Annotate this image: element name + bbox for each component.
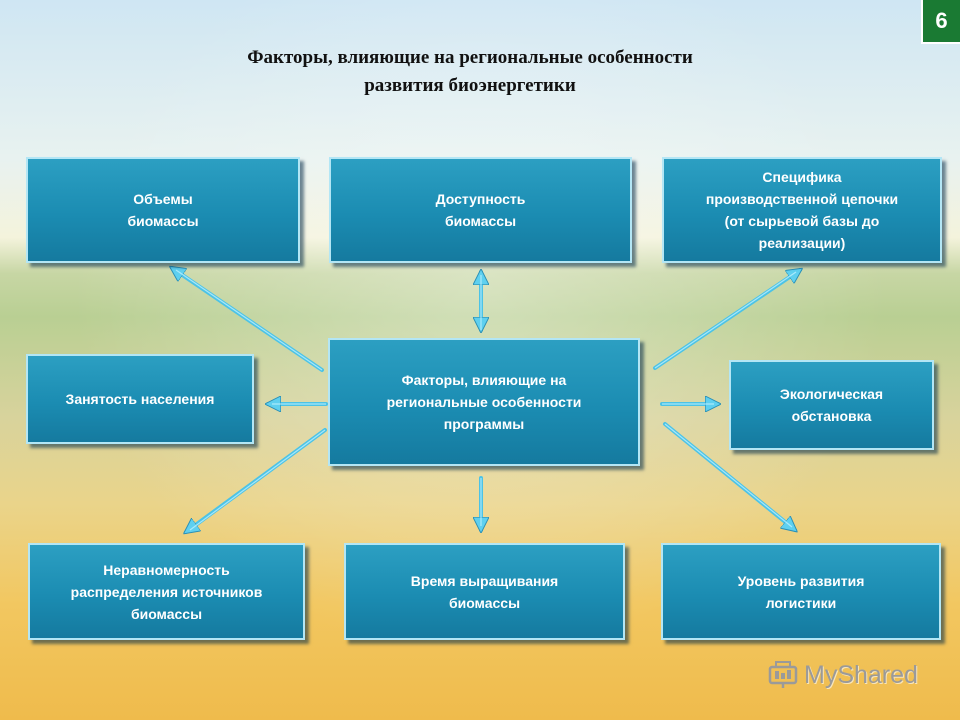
box-biomass-availability-label: Доступность биомассы xyxy=(435,191,526,229)
box-center-factors-label: Факторы, влияющие на региональные особен… xyxy=(386,372,582,432)
box-growth-time: Время выращивания биомассы xyxy=(344,543,625,640)
box-uneven-distribution: Неравномерность распределения источников… xyxy=(28,543,305,640)
box-uneven-distribution-label: Неравномерность распределения источников… xyxy=(70,561,263,622)
box-ecology-label: Экологическая обстановка xyxy=(779,386,884,424)
title-line-1: Факторы, влияющие на региональные особен… xyxy=(247,47,693,68)
slide-title: Факторы, влияющие на региональные особен… xyxy=(0,44,940,100)
box-employment-label: Занятость населения xyxy=(65,391,215,407)
box-center-factors: Факторы, влияющие на региональные особен… xyxy=(328,338,640,466)
slide-number: 6 xyxy=(921,0,960,44)
box-production-chain-label: Специфика производственной цепочки (от с… xyxy=(705,169,899,251)
box-biomass-availability: Доступность биомассы xyxy=(329,157,632,263)
box-biomass-volumes: Объемы биомассы xyxy=(26,157,300,263)
projector-icon xyxy=(768,661,798,688)
box-ecology: Экологическая обстановка xyxy=(729,360,934,450)
title-line-2: развития биоэнергетики xyxy=(364,75,576,96)
box-biomass-volumes-label: Объемы биомассы xyxy=(127,191,199,229)
box-logistics-label: Уровень развития логистики xyxy=(737,572,865,611)
box-growth-time-label: Время выращивания биомассы xyxy=(410,572,559,611)
box-employment: Занятость населения xyxy=(26,354,254,444)
box-production-chain: Специфика производственной цепочки (от с… xyxy=(662,157,942,263)
box-logistics: Уровень развития логистики xyxy=(661,543,941,640)
myshared-logo: MyShared xyxy=(768,657,928,693)
myshared-logo-text: MyShared xyxy=(804,660,918,689)
